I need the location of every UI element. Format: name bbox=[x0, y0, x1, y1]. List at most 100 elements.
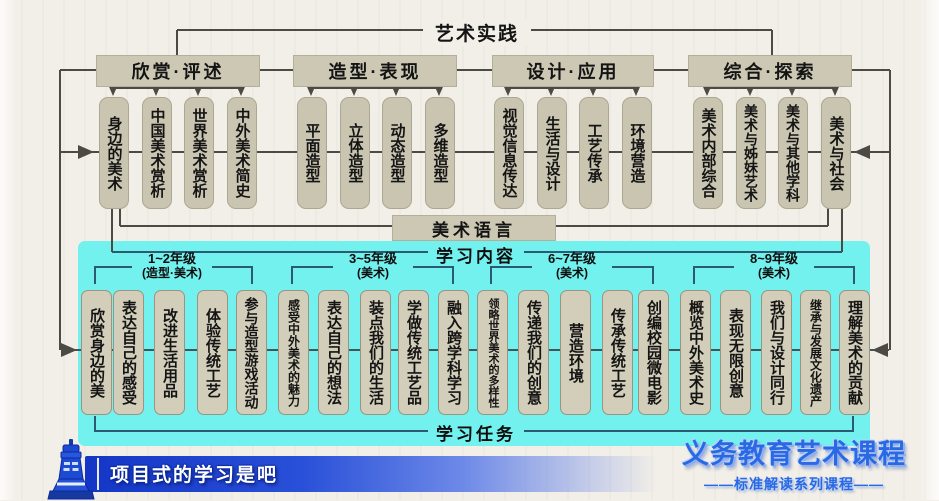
node-label: 身边的美术 bbox=[105, 115, 123, 191]
node: 平面造型 bbox=[297, 97, 327, 209]
task-label: 领略世界美术的多样性 bbox=[487, 297, 499, 408]
grade-subject: (美术) bbox=[758, 265, 790, 280]
task-label: 融入跨学科学习 bbox=[445, 300, 462, 405]
node-label: 环境营造 bbox=[628, 123, 646, 183]
task-label: 概览中外美术史 bbox=[687, 300, 704, 405]
node: 动态造型 bbox=[382, 97, 412, 209]
node-label: 美术与姊妹艺术 bbox=[743, 104, 759, 202]
node-label: 多维造型 bbox=[431, 123, 449, 183]
category-design: 设计·应用 bbox=[492, 55, 654, 87]
node: 多维造型 bbox=[425, 97, 455, 209]
task-node: 概览中外美术史 bbox=[680, 290, 711, 415]
grade-range: 1~2年级 bbox=[147, 251, 197, 266]
grade-label-1-2: 1~2年级 (造型·美术) bbox=[130, 251, 214, 281]
left-edge-band bbox=[0, 0, 16, 500]
node-label: 美术内部综合 bbox=[699, 108, 717, 198]
task-node: 领略世界美术的多样性 bbox=[477, 290, 508, 415]
caption-separator bbox=[97, 458, 99, 490]
category-modeling: 造型·表现 bbox=[293, 55, 457, 87]
task-node: 融入跨学科学习 bbox=[438, 290, 469, 415]
task-node: 参与造型游戏活动 bbox=[236, 290, 267, 415]
node-label: 世界美术赏析 bbox=[190, 108, 208, 198]
task-label: 学做传统工艺品 bbox=[405, 300, 422, 405]
task-label: 创编校园微电影 bbox=[645, 300, 662, 405]
node-label: 中外美术简史 bbox=[233, 108, 251, 198]
task-node: 传递我们的创意 bbox=[518, 290, 549, 415]
task-node: 表达自己的想法 bbox=[318, 290, 349, 415]
node: 生活与设计 bbox=[537, 97, 567, 209]
task-node: 表现无限创意 bbox=[720, 290, 751, 415]
node: 美术内部综合 bbox=[693, 97, 723, 209]
task-label: 理解美术的贡献 bbox=[846, 300, 863, 405]
task-node: 感受中外美术的魅力 bbox=[278, 290, 309, 415]
task-label: 感受中外美术的魅力 bbox=[286, 298, 301, 407]
node-label: 生活与设计 bbox=[543, 115, 561, 191]
node: 中外美术简史 bbox=[227, 97, 257, 209]
task-label: 营造环境 bbox=[567, 322, 584, 383]
grade-subject: (美术) bbox=[556, 265, 588, 280]
task-node: 创编校园微电影 bbox=[638, 290, 669, 415]
node: 美术与社会 bbox=[821, 97, 851, 209]
node: 美术与姊妹艺术 bbox=[736, 97, 766, 209]
branding-block: 义务教育艺术课程 ——标准解读系列课程—— bbox=[655, 432, 933, 494]
task-label: 继承与发展文化遗产 bbox=[808, 298, 823, 407]
grade-label-8-9: 8~9年级 (美术) bbox=[732, 251, 816, 281]
node-label: 工艺传承 bbox=[585, 123, 603, 183]
grade-subject: (美术) bbox=[357, 265, 389, 280]
grade-range: 3~5年级 bbox=[348, 251, 398, 266]
node: 中国美术赏析 bbox=[142, 97, 172, 209]
category-appreciation: 欣赏·评述 bbox=[96, 55, 260, 87]
node-label: 视觉信息传达 bbox=[500, 108, 518, 198]
caption-bar bbox=[85, 456, 657, 492]
task-label: 体验传统工艺 bbox=[204, 307, 221, 398]
task-label: 表达自己的感受 bbox=[120, 300, 137, 405]
tower-mascot-icon bbox=[47, 439, 95, 500]
node: 身边的美术 bbox=[99, 97, 129, 209]
node: 立体造型 bbox=[340, 97, 370, 209]
art-language-box: 美术语言 bbox=[392, 215, 556, 241]
task-label: 参与造型游戏活动 bbox=[243, 296, 260, 409]
task-label: 装点我们的生活 bbox=[367, 300, 384, 405]
grade-label-3-5: 3~5年级 (美术) bbox=[331, 251, 415, 281]
task-node: 体验传统工艺 bbox=[197, 290, 228, 415]
task-node: 改进生活用品 bbox=[154, 290, 185, 415]
node: 视觉信息传达 bbox=[494, 97, 524, 209]
node: 美术与其他学科 bbox=[778, 97, 808, 209]
node: 世界美术赏析 bbox=[184, 97, 214, 209]
task-label: 我们与设计同行 bbox=[768, 300, 785, 405]
task-node: 欣赏身边的美 bbox=[81, 290, 112, 415]
node: 环境营造 bbox=[622, 97, 652, 209]
task-node: 表达自己的感受 bbox=[113, 290, 144, 415]
learning-content-title: 学习内容 bbox=[436, 247, 516, 266]
node: 工艺传承 bbox=[579, 97, 609, 209]
task-label: 表现无限创意 bbox=[727, 307, 744, 398]
task-label: 表达自己的想法 bbox=[325, 300, 342, 405]
task-label: 传递我们的创意 bbox=[525, 300, 542, 405]
task-label: 改进生活用品 bbox=[161, 307, 178, 398]
task-label: 欣赏身边的美 bbox=[88, 307, 105, 398]
node-label: 美术与其他学科 bbox=[785, 104, 801, 202]
caption-text: 项目式的学习是吧 bbox=[110, 465, 279, 486]
learning-tasks-title: 学习任务 bbox=[436, 425, 516, 444]
task-node: 我们与设计同行 bbox=[761, 290, 792, 415]
right-edge-band bbox=[919, 0, 939, 500]
task-node: 学做传统工艺品 bbox=[398, 290, 429, 415]
grade-range: 8~9年级 bbox=[749, 251, 799, 266]
node-label: 平面造型 bbox=[303, 123, 321, 183]
node-label: 美术与社会 bbox=[827, 115, 845, 191]
branding-title: 义务教育艺术课程 bbox=[682, 439, 906, 469]
node-label: 中国美术赏析 bbox=[148, 108, 166, 198]
grade-label-6-7: 6~7年级 (美术) bbox=[530, 251, 614, 281]
task-label: 传承传统工艺 bbox=[609, 307, 626, 398]
task-node: 营造环境 bbox=[560, 290, 591, 415]
task-node: 继承与发展文化遗产 bbox=[800, 290, 831, 415]
node-label: 动态造型 bbox=[388, 123, 406, 183]
task-node: 理解美术的贡献 bbox=[839, 290, 870, 415]
task-node: 传承传统工艺 bbox=[602, 290, 633, 415]
task-node: 装点我们的生活 bbox=[360, 290, 391, 415]
branding-subtitle: ——标准解读系列课程—— bbox=[704, 476, 884, 492]
grade-range: 6~7年级 bbox=[547, 251, 597, 266]
node-label: 立体造型 bbox=[346, 123, 364, 183]
grade-subject: (造型·美术) bbox=[142, 265, 202, 280]
diagram-root-title: 艺术实践 bbox=[425, 19, 529, 46]
